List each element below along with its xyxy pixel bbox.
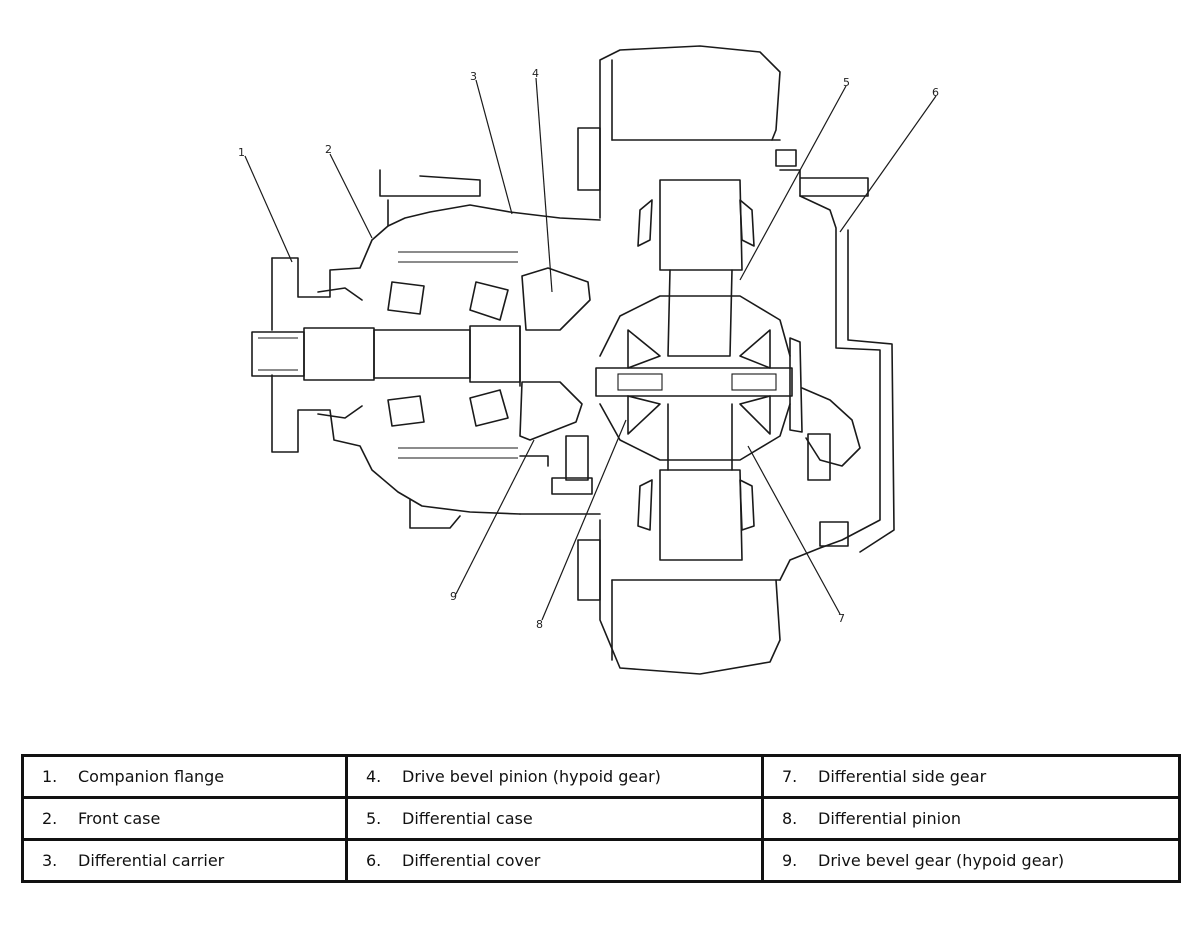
legend-number: 8. (782, 809, 798, 828)
legend-number: 9. (782, 851, 798, 870)
legend-cell: 7. Differential side gear (761, 754, 1181, 799)
legend-cell: 4. Drive bevel pinion (hypoid gear) (345, 754, 764, 799)
callout-5: 5 (843, 76, 850, 89)
callout-2: 2 (325, 143, 332, 156)
legend-label: Differential cover (402, 851, 541, 870)
pinion-bearings (387, 251, 518, 459)
callout-6: 6 (932, 86, 939, 99)
callout-9: 9 (450, 590, 457, 603)
callout-3: 3 (470, 70, 477, 83)
legend-label: Drive bevel pinion (hypoid gear) (402, 767, 661, 786)
drive-bevel-pinion (519, 267, 591, 441)
legend-number: 4. (366, 767, 382, 786)
legend-number: 5. (366, 809, 382, 828)
legend-row: 3. Differential carrier 6. Differential co… (21, 838, 1181, 883)
callout-1: 1 (238, 146, 245, 159)
legend-number: 1. (42, 767, 58, 786)
legend-label: Companion flange (78, 767, 225, 786)
legend-cell: 3. Differential carrier (21, 838, 348, 883)
legend-cell: 2. Front case (21, 796, 348, 841)
legend-label: Differential case (402, 809, 533, 828)
drive-bevel-ring-gear (551, 337, 861, 495)
legend-label: Drive bevel gear (hypoid gear) (818, 851, 1065, 870)
callout-numbers: 1 2 3 4 5 6 7 8 9 (238, 67, 939, 631)
callout-7: 7 (838, 612, 845, 625)
legend-label: Differential carrier (78, 851, 225, 870)
legend-label: Differential side gear (818, 767, 987, 786)
parts-legend-table: 1. Companion flange 4. Drive bevel pinion … (21, 754, 1181, 883)
differential-cross-section-drawing: 1 2 3 4 5 6 7 8 9 (238, 45, 939, 675)
legend-number: 7. (782, 767, 798, 786)
legend-cell: 6. Differential cover (345, 838, 764, 883)
callout-8: 8 (536, 618, 543, 631)
legend-label: Differential pinion (818, 809, 962, 828)
legend-cell: 9. Drive bevel gear (hypoid gear) (761, 838, 1181, 883)
front-case-outline (271, 169, 601, 529)
legend-cell: 1. Companion flange (21, 754, 348, 799)
callout-leaders (244, 77, 937, 621)
legend-cell: 5. Differential case (345, 796, 764, 841)
legend-row: 2. Front case 5. Differential case 8. Diffe… (21, 796, 1181, 841)
legend-number: 2. (42, 809, 58, 828)
differential-cover (775, 149, 895, 581)
differential-cross-shaft-and-pinions (595, 329, 793, 435)
callout-4: 4 (532, 67, 539, 80)
differential-case (599, 179, 791, 561)
legend-cell: 8. Differential pinion (761, 796, 1181, 841)
legend-label: Front case (78, 809, 161, 828)
legend-number: 3. (42, 851, 58, 870)
legend-row: 1. Companion flange 4. Drive bevel pinion … (21, 754, 1181, 799)
legend-number: 6. (366, 851, 382, 870)
companion-flange (251, 287, 521, 419)
differential-carrier-housing (519, 45, 781, 675)
